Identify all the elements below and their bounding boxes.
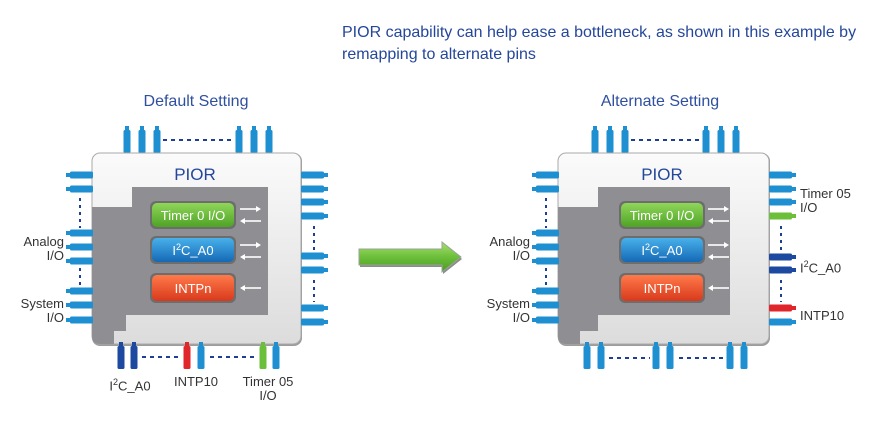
label-line: Analog bbox=[489, 234, 530, 249]
pior-label: PIOR bbox=[174, 165, 216, 184]
block-i2c: I2C_A0 bbox=[619, 236, 705, 264]
svg-text:Timer 0 I/O: Timer 0 I/O bbox=[161, 208, 226, 223]
svg-text:Timer 0 I/O: Timer 0 I/O bbox=[630, 208, 695, 223]
alternate-analog-io-label: Analog I/O bbox=[474, 235, 530, 263]
default-analog-io-label: Analog I/O bbox=[8, 235, 64, 263]
default-intp10-label: INTP10 bbox=[173, 374, 219, 389]
label-line: I/O bbox=[259, 388, 277, 403]
default-chip: PIOR Timer 0 I/O I2C_A0 INTPn bbox=[66, 126, 328, 369]
label-line: I/O bbox=[46, 248, 64, 263]
block-intpn: INTPn bbox=[150, 273, 236, 303]
label-line: I/O bbox=[46, 310, 64, 325]
label-line: I/O bbox=[800, 200, 818, 215]
alternate-setting-title: Alternate Setting bbox=[600, 93, 720, 110]
block-intpn: INTPn bbox=[619, 273, 705, 303]
block-timer0: Timer 0 I/O bbox=[619, 201, 705, 229]
default-system-io-label: System I/O bbox=[8, 297, 64, 325]
block-i2c: I2C_A0 bbox=[150, 236, 236, 264]
alternate-timer05-io-label: Timer 05 I/O bbox=[800, 187, 870, 215]
right-arrow-icon bbox=[358, 240, 462, 274]
label-line: Analog bbox=[23, 234, 64, 249]
alternate-chip: PIOR Timer 0 I/O I2C_A0 INTPn bbox=[532, 126, 796, 369]
svg-text:I2C_A0: I2C_A0 bbox=[641, 242, 682, 258]
label-line: I/O bbox=[512, 310, 530, 325]
label-line: System bbox=[486, 296, 530, 311]
left-pins bbox=[532, 171, 559, 324]
label-line: Timer 05 bbox=[242, 374, 294, 389]
svg-text:INTPn: INTPn bbox=[644, 281, 681, 296]
svg-text:INTPn: INTPn bbox=[175, 281, 212, 296]
default-i2c-a0-label: I2C_A0 bbox=[109, 377, 151, 394]
label-line: Timer 05 bbox=[800, 186, 851, 201]
label-line: System bbox=[20, 296, 64, 311]
default-timer05-io-label: Timer 05 I/O bbox=[232, 375, 304, 403]
label-line: I/O bbox=[512, 248, 530, 263]
left-pins bbox=[66, 171, 93, 324]
svg-text:I2C_A0: I2C_A0 bbox=[172, 242, 213, 258]
alternate-system-io-label: System I/O bbox=[474, 297, 530, 325]
block-timer0: Timer 0 I/O bbox=[150, 201, 236, 229]
default-setting-title: Default Setting bbox=[143, 93, 249, 110]
bottom-pins bbox=[583, 342, 748, 369]
caption: PIOR capability can help ease a bottlene… bbox=[342, 24, 857, 63]
alternate-intp10-label: INTP10 bbox=[800, 308, 845, 323]
pior-label: PIOR bbox=[641, 165, 683, 184]
alternate-i2c-a0-label: I2C_A0 bbox=[800, 259, 842, 276]
right-pins bbox=[769, 171, 796, 326]
bottom-pins bbox=[117, 342, 280, 369]
